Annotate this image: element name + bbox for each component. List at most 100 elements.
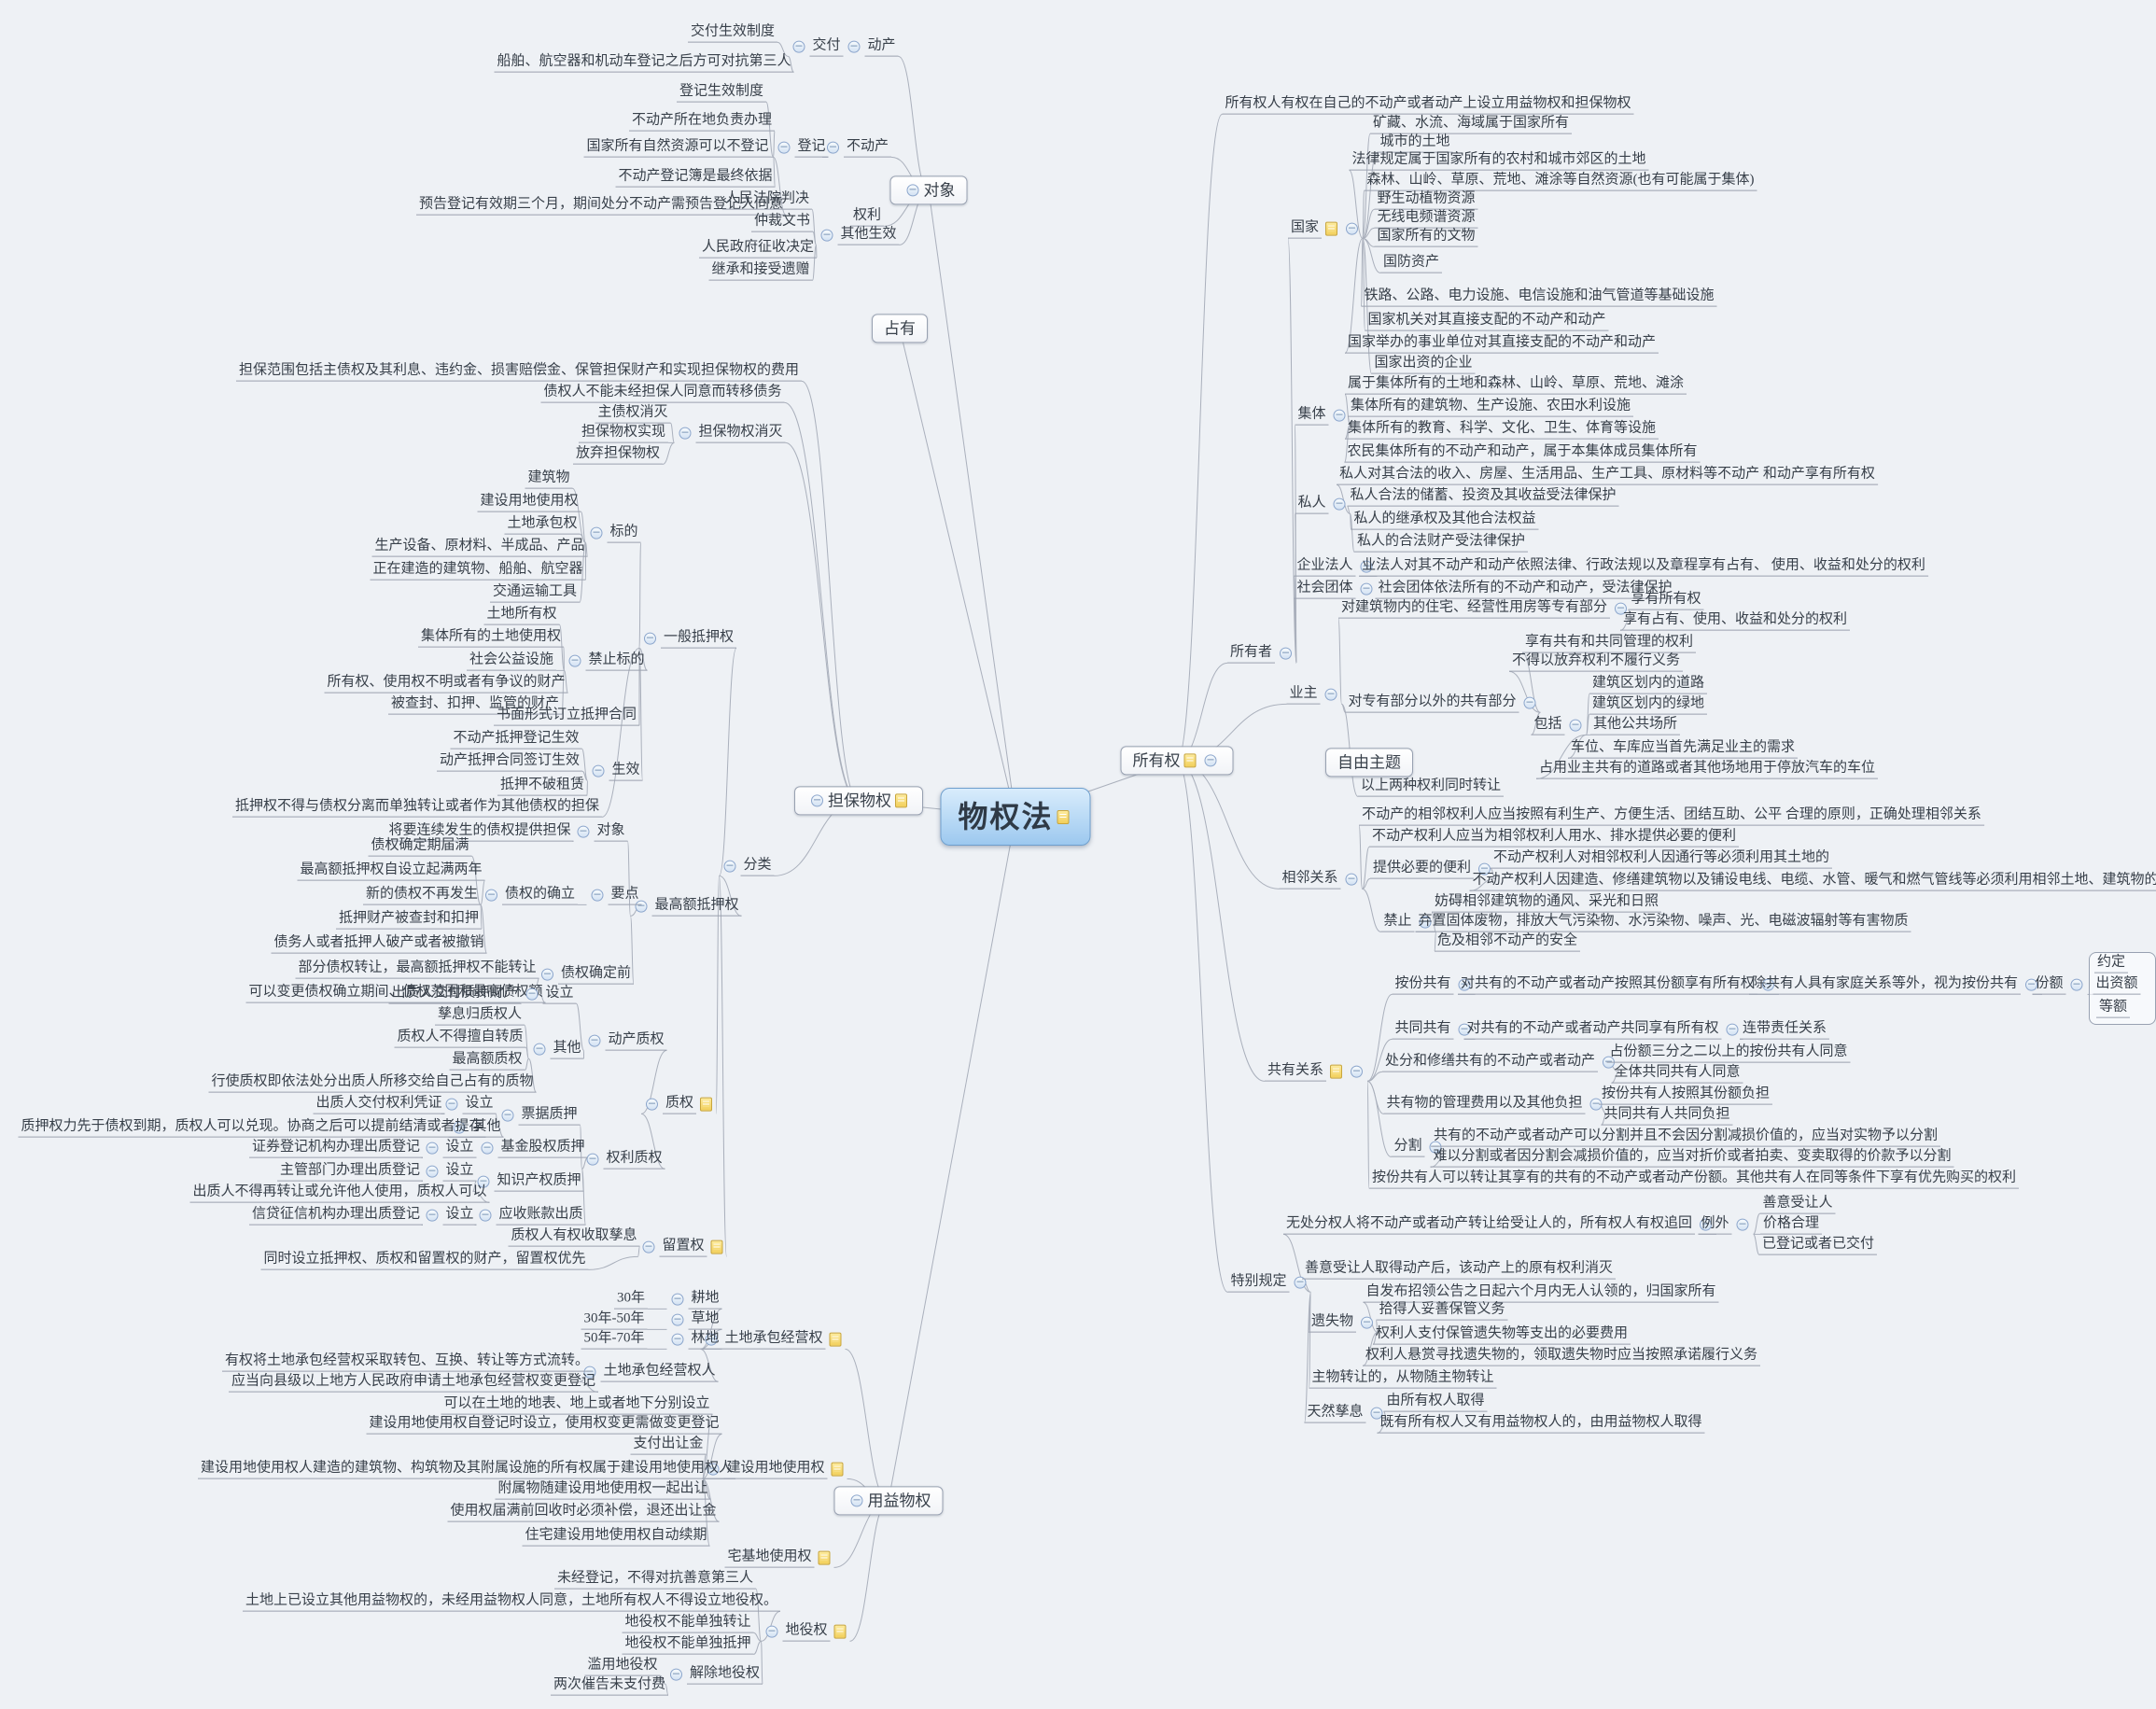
topic-zqdj[interactable]: 证券登记机构办理出质登记 bbox=[248, 1139, 424, 1158]
topic-zzq[interactable]: 主债权消灭 bbox=[595, 404, 671, 424]
topic-bgdj[interactable]: 应当向县级以上地方人民政府申请土地承包经营权变更登记 bbox=[228, 1373, 599, 1393]
topic-ql[interactable]: 权利 bbox=[849, 207, 885, 227]
topic-dybp[interactable]: 抵押不破租赁 bbox=[497, 777, 588, 796]
collapse-icon[interactable] bbox=[533, 1043, 546, 1056]
collapse-icon[interactable] bbox=[588, 1034, 601, 1047]
topic-sl3[interactable]: 设立 bbox=[421, 1139, 477, 1158]
topic-lcui[interactable]: 两次催告未支付费 bbox=[550, 1676, 669, 1696]
topic-hsbc[interactable]: 使用权届满前回收时必须补偿，退还出让金 bbox=[447, 1503, 720, 1522]
topic-zygy[interactable]: 占用业主共有的道路或者其他场地用于停放汽车的车位 bbox=[1535, 760, 1879, 779]
topic-qt2[interactable]: 其他 bbox=[448, 1118, 504, 1138]
topic-zfe23[interactable]: 占份额三分之二以上的按份共有人同意 bbox=[1606, 1044, 1851, 1063]
topic-qt1[interactable]: 其他 bbox=[528, 1040, 584, 1059]
topic-zgbm[interactable]: 主管部门办理出质登记 bbox=[276, 1162, 424, 1182]
topic-xl1[interactable]: 不动产的相邻权利人应当按照有利生产、方便生活、团结互助、公平 合理的原则，正确处… bbox=[1359, 806, 1984, 826]
note-icon[interactable] bbox=[1325, 221, 1338, 236]
topic-zyzt[interactable]: 自由主题 bbox=[1325, 748, 1413, 777]
collapse-icon[interactable] bbox=[577, 825, 590, 838]
topic-wcfq[interactable]: 无处分权人将不动产或者动产转让给受让人的，所有权人有权追回 bbox=[1282, 1215, 1716, 1235]
topic-syzy[interactable]: 所有权、使用权不明或者有争议的财产 bbox=[324, 674, 568, 693]
topic-fsw[interactable]: 附属物随建设用地使用权一起出让 bbox=[495, 1480, 711, 1500]
topic-lyqy[interactable]: 滥用地役权 bbox=[584, 1657, 661, 1676]
collapse-icon[interactable] bbox=[1333, 497, 1346, 511]
topic-jcdy[interactable]: 解除地役权 bbox=[665, 1665, 763, 1685]
topic-jzhi[interactable]: 禁止 bbox=[1380, 913, 1435, 932]
topic-pjzy[interactable]: 票据质押 bbox=[497, 1106, 581, 1126]
topic-gd[interactable]: 耕地 bbox=[666, 1290, 722, 1310]
topic-sl4[interactable]: 设立 bbox=[421, 1162, 477, 1182]
collapse-icon[interactable] bbox=[850, 1494, 863, 1507]
collapse-icon[interactable] bbox=[1280, 647, 1293, 660]
topic-gjww[interactable]: 国家所有的文物 bbox=[1374, 228, 1478, 247]
collapse-icon[interactable] bbox=[635, 900, 648, 913]
topic-crj[interactable]: 支付出让金 bbox=[630, 1436, 707, 1455]
topic-sqzx[interactable]: 质权人有权收取孳息 bbox=[508, 1227, 640, 1247]
topic-afgy1[interactable]: 对共有的不动产或者动产按照其份额享有所有权 bbox=[1457, 975, 1779, 995]
collapse-icon[interactable] bbox=[765, 1625, 778, 1638]
topic-cfky[interactable]: 被查封、扣押、监管的财产 bbox=[387, 695, 563, 715]
topic-zc[interactable]: 仲裁文书 bbox=[750, 213, 814, 232]
topic-dl[interactable]: 建筑区划内的道路 bbox=[1589, 675, 1708, 694]
topic-sl6[interactable]: 森林、山岭、草原、荒地、滩涂等自然资源(也有可能属于集体) bbox=[1364, 172, 1757, 191]
collapse-icon[interactable] bbox=[2070, 978, 2083, 991]
topic-zx1[interactable]: 孳息归质权人 bbox=[434, 1006, 525, 1026]
collapse-icon[interactable] bbox=[1346, 222, 1359, 235]
collapse-icon[interactable] bbox=[445, 1098, 458, 1111]
topic-jc[interactable]: 继承和接受遗赠 bbox=[708, 261, 813, 281]
collapse-icon[interactable] bbox=[811, 794, 823, 807]
topic-wjdj[interactable]: 未经登记，不得对抗善意第三人 bbox=[553, 1570, 757, 1590]
collapse-icon[interactable] bbox=[1345, 873, 1358, 886]
topic-yy[interactable]: 用益物权 bbox=[833, 1486, 944, 1516]
topic-zwzr[interactable]: 主物转让的，从物随主物转让 bbox=[1309, 1369, 1497, 1389]
topic-zyql[interactable]: 质押权力先于债权到期，质权人可以兑现。协商之后可以提前结清或者提存 bbox=[18, 1118, 486, 1138]
collapse-icon[interactable] bbox=[426, 1142, 439, 1155]
topic-tssl[interactable]: 同时设立抵押权、质权和留置权的财产，留置权优先 bbox=[260, 1251, 589, 1270]
topic-jsyd[interactable]: 建设用地使用权 bbox=[477, 493, 581, 512]
collapse-icon[interactable] bbox=[591, 889, 604, 902]
topic-yued[interactable]: 约定 bbox=[2093, 954, 2129, 974]
topic-nmjt[interactable]: 农民集体所有的不动产和动产，属于本集体成员集体所有 bbox=[1344, 443, 1701, 463]
collapse-icon[interactable] bbox=[1333, 409, 1346, 422]
collapse-icon[interactable] bbox=[1361, 1316, 1374, 1329]
collapse-icon[interactable] bbox=[826, 141, 839, 154]
collapse-icon[interactable] bbox=[1351, 1065, 1364, 1078]
topic-jzsy[interactable]: 建设用地使用权人建造的建筑物、构筑物及其附属设施的所有权属于建设用地使用权人 bbox=[197, 1460, 736, 1479]
topic-nyfg[interactable]: 难以分割或者因分割会减损价值的，应当对折价或者拍卖、变卖取得的价款予以分割 bbox=[1430, 1148, 1954, 1168]
collapse-icon[interactable] bbox=[426, 1165, 439, 1178]
topic-ybdy[interactable]: 一般抵押权 bbox=[639, 629, 737, 649]
topic-jyyw[interactable]: 既有所有权人又有用益物权人的，由用益物权人取得 bbox=[1377, 1414, 1705, 1434]
topic-zqqdq[interactable]: 债权确定前 bbox=[537, 965, 635, 985]
topic-dened[interactable]: 等额 bbox=[2095, 999, 2131, 1018]
topic-zge2[interactable]: 最高额抵押权自设立起满两年 bbox=[297, 862, 485, 881]
topic-bdfq[interactable]: 不得以放弃权利不履行义务 bbox=[1508, 652, 1684, 672]
topic-tb[interactable]: 特别规定 bbox=[1227, 1273, 1310, 1293]
topic-cb[interactable]: 船舶、航空器和机动车登记之后方可对抗第三人 bbox=[494, 53, 794, 73]
topic-sxn[interactable]: 担保物权实现 bbox=[578, 424, 669, 443]
topic-dybd[interactable]: 抵押权不得与债权分离而单独转让或者作为其他债权的担保 bbox=[231, 798, 603, 818]
topic-obj[interactable]: 对象 bbox=[889, 175, 968, 205]
topic-jttd[interactable]: 集体所有的土地使用权 bbox=[417, 628, 565, 648]
topic-tdjy[interactable]: 土地承包经营权 bbox=[700, 1330, 845, 1350]
topic-zq[interactable]: 质权 bbox=[641, 1095, 716, 1114]
collapse-icon[interactable] bbox=[820, 229, 833, 242]
collapse-icon[interactable] bbox=[1726, 1023, 1739, 1036]
topic-xl[interactable]: 相邻关系 bbox=[1279, 870, 1362, 890]
topic-zjd[interactable]: 宅基地使用权 bbox=[724, 1548, 833, 1568]
topic-jsq[interactable]: 建设用地使用权 bbox=[702, 1460, 847, 1479]
topic-c[interactable]: 物权法 bbox=[940, 788, 1091, 846]
topic-n35[interactable]: 30年-50年 bbox=[581, 1310, 648, 1330]
topic-wj[interactable]: 危及相邻不动产的安全 bbox=[1434, 932, 1581, 952]
topic-zs[interactable]: 人民政府征收决定 bbox=[698, 239, 818, 259]
topic-gjzy[interactable]: 国家所有自然资源可以不登记 bbox=[583, 138, 772, 158]
topic-dddy[interactable]: 地役权不能单独抵押 bbox=[622, 1635, 754, 1655]
topic-gfzc[interactable]: 国防资产 bbox=[1379, 254, 1443, 273]
topic-ysw[interactable]: 遗失物 bbox=[1308, 1313, 1378, 1333]
topic-gjjb[interactable]: 国家举办的事业单位对其直接支配的不动产和动产 bbox=[1344, 334, 1659, 354]
topic-gjcz[interactable]: 国家出资的企业 bbox=[1371, 355, 1476, 374]
topic-ysdz[interactable]: 野生动植物资源 bbox=[1374, 190, 1478, 210]
topic-dbfw[interactable]: 担保范围包括主债权及其利息、违约金、损害赔偿金、保管担保财产和实现担保物权的费用 bbox=[235, 362, 803, 382]
topic-srsr[interactable]: 私人对其合法的收入、房屋、生活用品、生产工具、原材料等不动产 和动产享有所有权 bbox=[1337, 466, 1878, 485]
topic-lvd[interactable]: 建筑区划内的绿地 bbox=[1589, 695, 1708, 715]
topic-xysq[interactable]: 享有所有权 bbox=[1628, 591, 1704, 610]
topic-czed[interactable]: 出资额 bbox=[2093, 975, 2141, 995]
